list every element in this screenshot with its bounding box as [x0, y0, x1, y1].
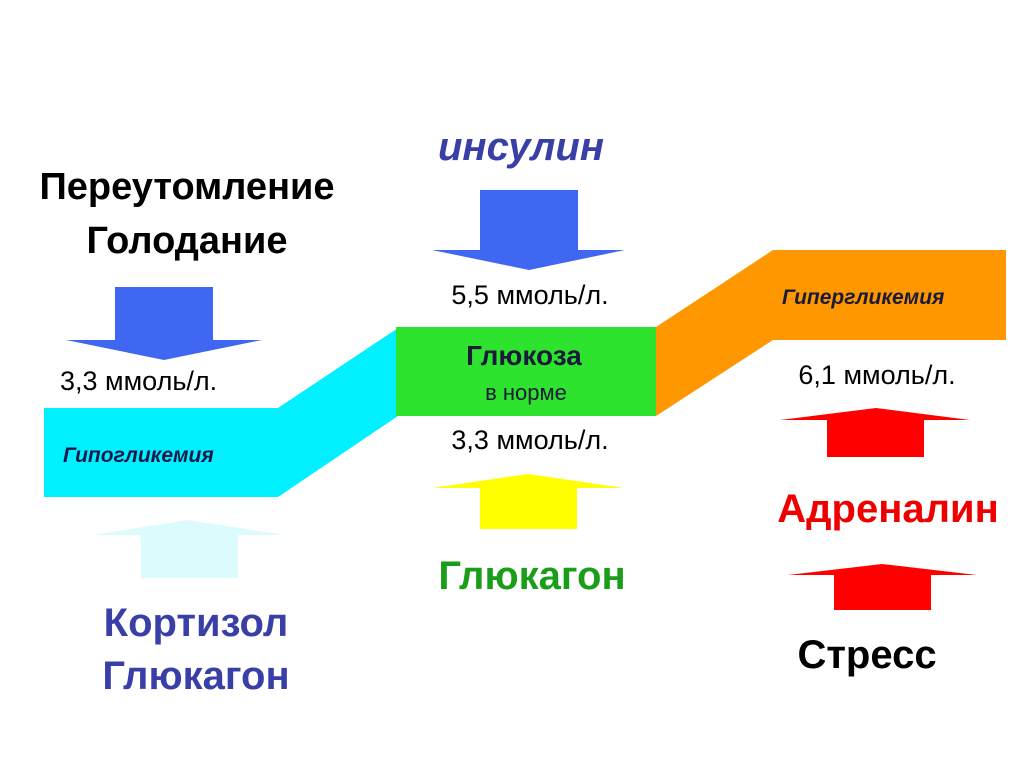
hyperglycemia-label: Гипергликемия	[782, 286, 945, 309]
adrenaline-label: Адреналин	[777, 487, 999, 531]
up-arrow-glucagon-icon	[432, 474, 624, 529]
hypoglycemia-band	[44, 328, 398, 497]
starvation-label: Голодание	[86, 220, 288, 262]
glucose-box-title: Глюкоза	[466, 340, 582, 371]
upper-threshold-label: 5,5 ммоль/л.	[451, 280, 609, 310]
down-arrow-left-icon	[66, 287, 262, 360]
up-arrow-stress-icon	[788, 564, 977, 610]
insulin-label: инсулин	[437, 125, 605, 169]
hyper-threshold-label: 6,1 ммоль/л.	[798, 360, 956, 390]
glucagon-label: Глюкагон	[438, 554, 626, 598]
overwork-label: Переутомление	[39, 166, 335, 208]
lower-threshold-label: 3,3 ммоль/л.	[451, 425, 609, 455]
stress-label: Стресс	[797, 633, 937, 677]
hypo-glucagon-label: Глюкагон	[102, 654, 290, 698]
down-arrow-insulin-icon	[432, 190, 625, 270]
up-arrow-cortisol-icon	[93, 520, 285, 578]
cortisol-label: Кортизол	[103, 601, 289, 645]
hyperglycemia-band	[656, 250, 1006, 416]
hypo-threshold-label: 3,3 ммоль/л.	[60, 366, 218, 396]
normal-glucose-box	[396, 327, 656, 416]
up-arrow-adrenaline-icon	[780, 408, 970, 457]
hypoglycemia-label: Гипогликемия	[63, 444, 214, 467]
glucose-box-subtitle: в норме	[485, 380, 567, 405]
